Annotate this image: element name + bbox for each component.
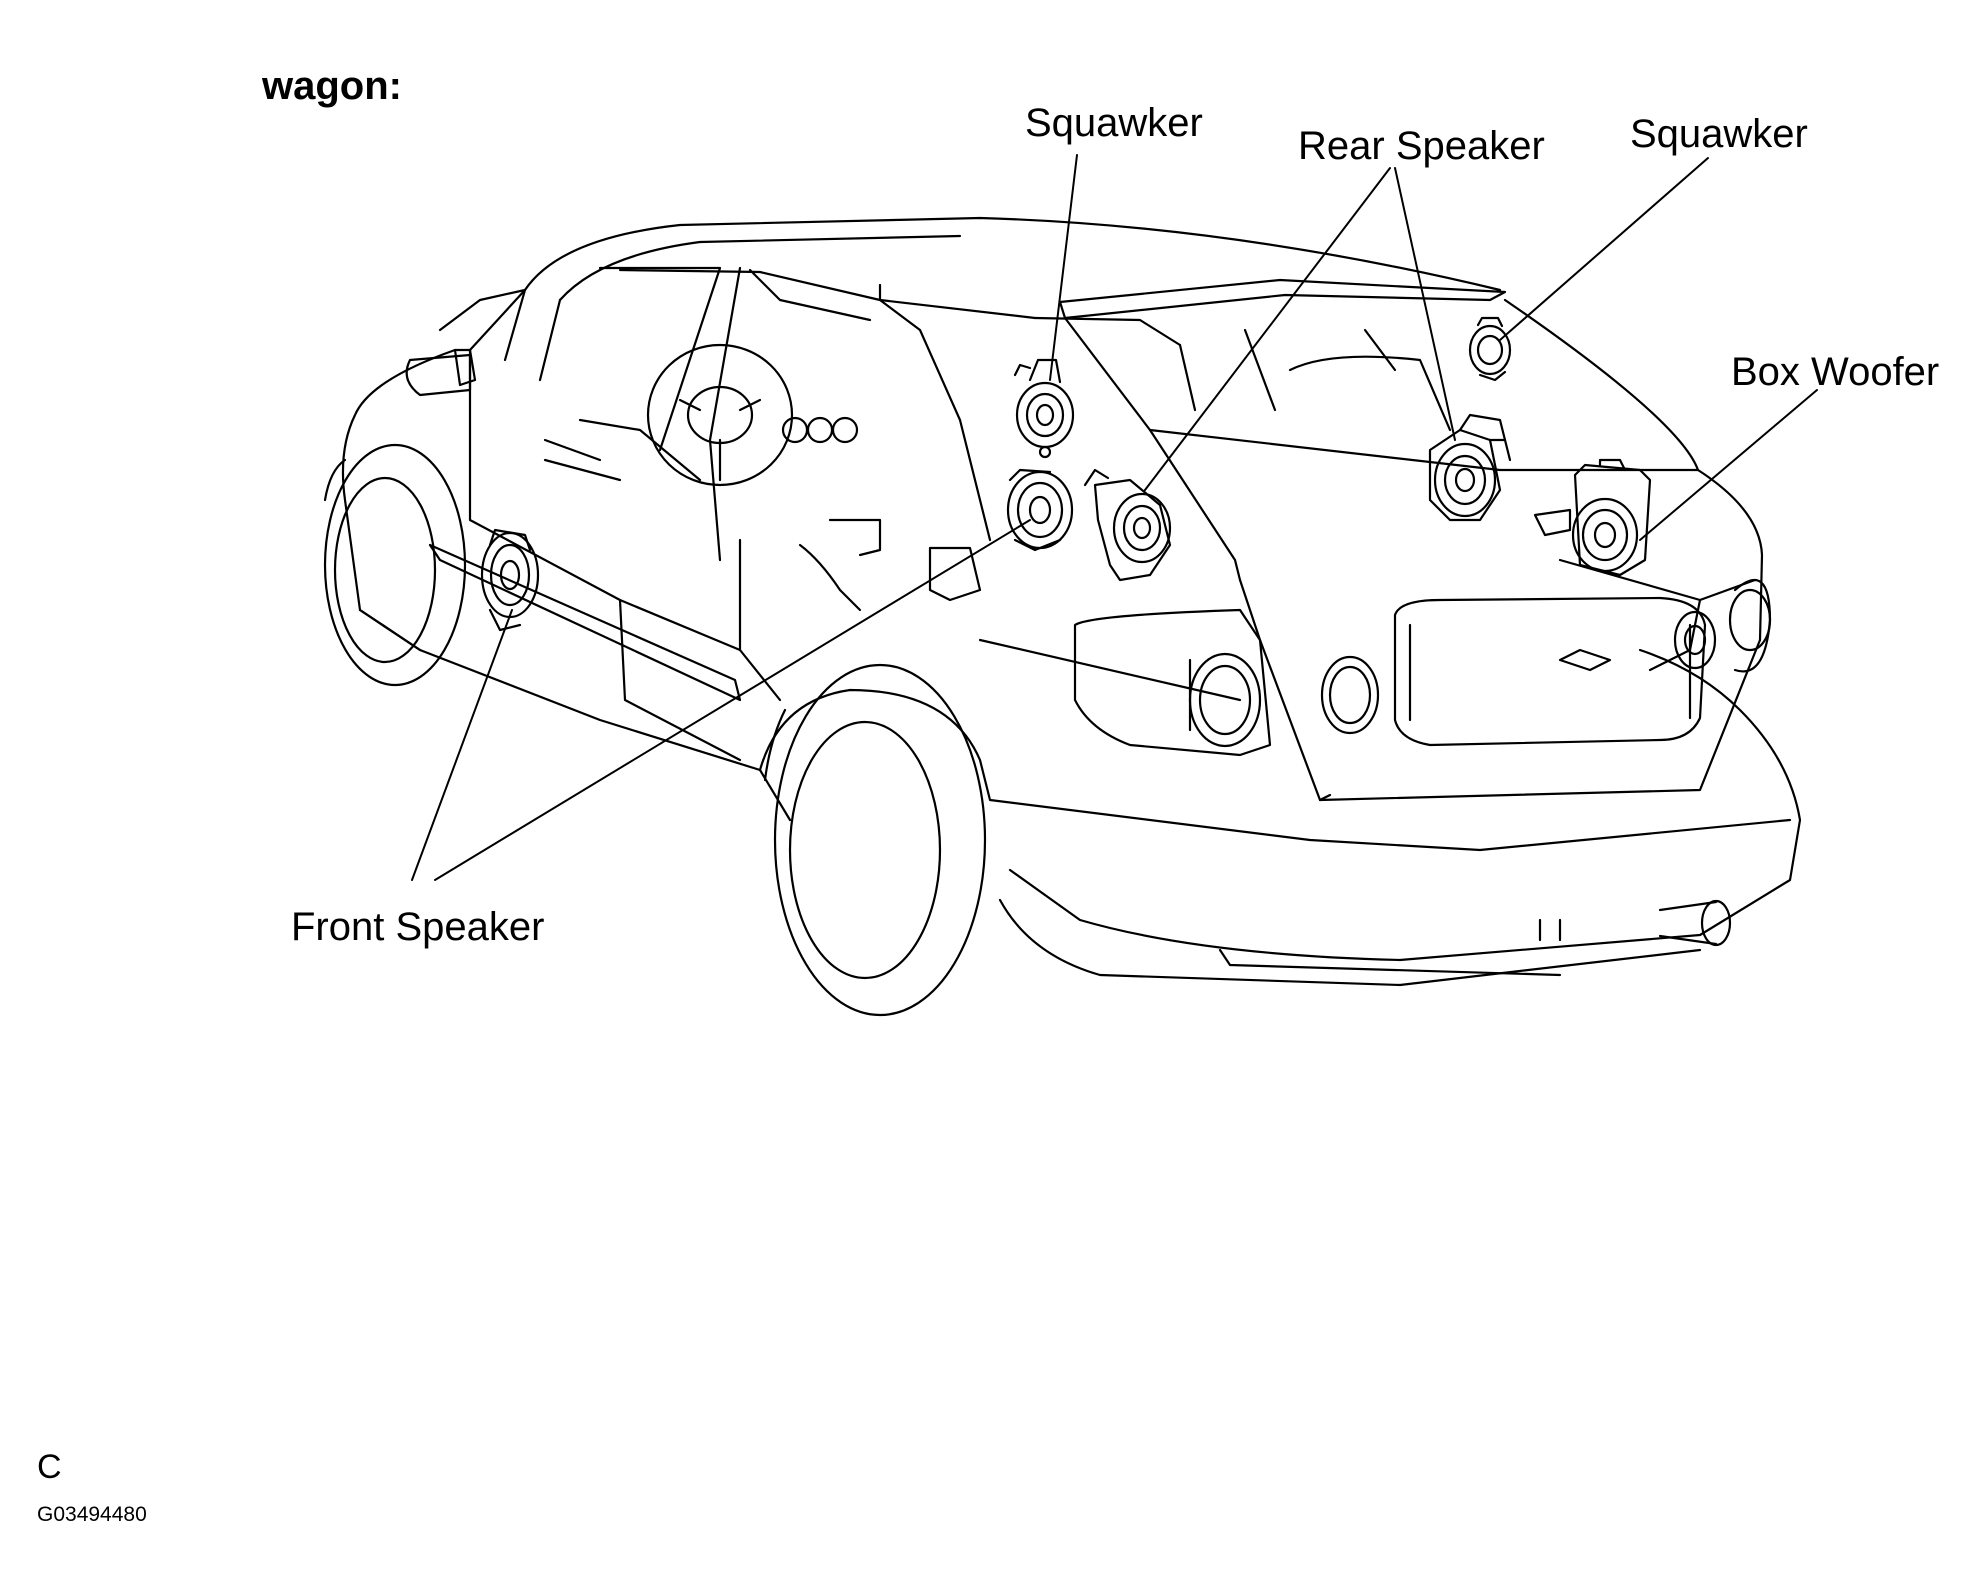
leader-squawker-front [1049,154,1078,381]
car-body-outline [323,216,1802,1017]
callout-rear-speaker: Rear Speaker [1298,124,1545,168]
leader-box-woofer [1639,389,1818,541]
rear-wheel [763,663,987,1017]
leader-front-speaker-left [411,609,513,881]
leader-rear-speaker-left [1144,167,1391,491]
speaker-rear-left [1083,468,1172,582]
section-title: wagon: [262,64,402,108]
front-wheel [323,443,467,687]
speaker-rear-right [1428,413,1512,522]
figure-code: G03494480 [37,1503,147,1526]
callout-front-speaker: Front Speaker [291,905,545,949]
speaker-squawker-front [1013,358,1075,459]
speaker-front-door-right [1006,468,1074,552]
leader-rear-speaker-right [1394,167,1456,441]
callout-box-woofer: Box Woofer [1731,350,1940,394]
leader-front-speaker-right [434,519,1031,881]
speaker-squawker-rear [1468,316,1512,382]
callout-squawker-rear: Squawker [1630,112,1808,156]
leader-squawker-rear [1499,157,1709,341]
corner-letter: C [37,1448,62,1486]
callout-squawker-front: Squawker [1025,101,1203,145]
leader-lines [411,154,1818,881]
speaker-box-woofer [1533,458,1717,672]
